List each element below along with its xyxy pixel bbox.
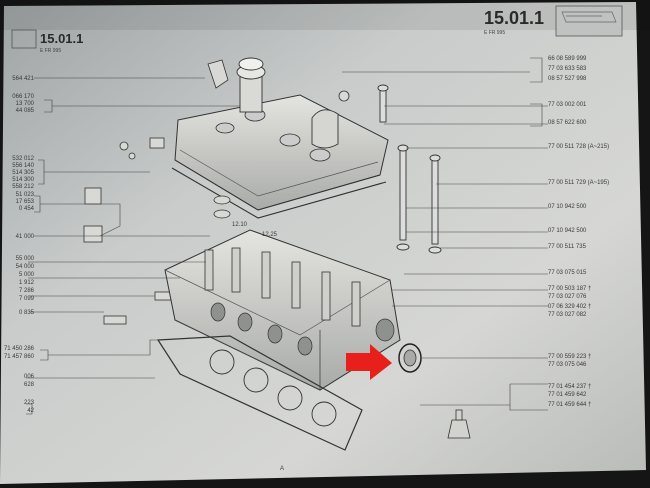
part-number-label: 223 [23, 400, 34, 406]
section-number-left: 15.01.1 [40, 31, 84, 46]
part-number-label: 0 454 [18, 206, 34, 212]
part-number-label: 07 06 329 402 † [548, 304, 592, 310]
small-parts [83, 59, 350, 325]
part-number-label: 77 00 511 728 (A~215) [548, 144, 610, 150]
footer-mark: A [280, 466, 285, 472]
part-number-label: 0 835 [18, 310, 34, 316]
part-number-label: 514 305 [12, 170, 34, 176]
header-box-right [555, 5, 623, 37]
part-number-label: 77 01 459 644 † [548, 402, 592, 408]
part-number-label: 08 57 622 600 [548, 120, 587, 126]
part-number-label: 77 00 511 735 [548, 244, 586, 250]
oil-filler-cap [236, 57, 266, 113]
part-number-label: 77 00 559 223 † [548, 354, 592, 360]
section-sub-right: E FR 995 [484, 30, 506, 36]
part-number-label: 17 653 [15, 199, 34, 205]
part-number-label: 71 450 286 [3, 346, 34, 352]
part-number-label: 514 300 [12, 177, 34, 183]
part-number-label: 77 01 459 642 [548, 392, 587, 398]
long-bolts [377, 84, 442, 254]
head-gasket [156, 335, 363, 451]
part-number-label: 55 000 [15, 256, 34, 262]
part-number-label: 07 10 942 500 [548, 204, 587, 210]
oil-can-icon [447, 409, 471, 439]
cover-gasket [171, 167, 387, 219]
part-number-label: 1 912 [18, 280, 34, 286]
part-number-label: 77 00 511 729 (A~195) [548, 180, 610, 186]
part-number-label: 77 03 027 076 [548, 294, 587, 300]
part-number-label: 7 286 [18, 288, 34, 294]
part-number-label: 006 [23, 374, 34, 380]
part-number-label: 42 [27, 408, 34, 414]
dimension-label: 12.10 [232, 222, 248, 228]
part-number-label: 13 700 [15, 101, 34, 107]
part-number-label: 77 01 454 237 † [548, 384, 592, 390]
part-number-label: 41 000 [15, 234, 34, 240]
section-sub-left: E FR 995 [40, 48, 62, 54]
part-number-label: 77 03 075 046 [548, 362, 587, 368]
part-number-label: 532 012 [12, 156, 34, 162]
highlight-arrow [346, 344, 392, 380]
freeze-plug [398, 343, 422, 373]
cylinder-head [164, 229, 401, 391]
breather-pipe [311, 109, 339, 149]
part-number-label: 066 170 [12, 94, 34, 100]
part-number-label: 51 023 [15, 192, 34, 198]
part-number-label: 54 000 [15, 264, 34, 270]
part-number-label: 77 03 027 082 [548, 312, 587, 318]
header-box-left [11, 29, 37, 49]
section-number-right: 15.01.1 [484, 8, 545, 28]
part-number-label: 66 08 589 999 [548, 56, 587, 62]
part-number-label: 77 03 633 583 [548, 66, 587, 72]
part-number-label: 628 [23, 382, 34, 388]
part-number-label: 7 099 [18, 296, 34, 302]
dimension-label: 12.25 [262, 232, 278, 238]
part-number-label: 77 00 503 187 † [548, 286, 592, 292]
part-number-label: 564 421 [12, 76, 34, 82]
part-number-label: 71 457 860 [3, 354, 34, 360]
part-number-label: 07 10 942 500 [548, 228, 587, 234]
callout-lines-left [26, 77, 240, 415]
callout-lines [342, 57, 548, 411]
part-number-label: 44 085 [15, 108, 34, 114]
part-number-label: 08 57 527 998 [548, 76, 587, 82]
part-number-label: 77 03 002 001 [548, 102, 587, 108]
part-number-label: 77 03 075 015 [548, 270, 587, 276]
part-number-label: 556 140 [12, 163, 34, 169]
part-number-label: 5 000 [18, 272, 34, 278]
part-number-label: 558 212 [12, 184, 34, 190]
